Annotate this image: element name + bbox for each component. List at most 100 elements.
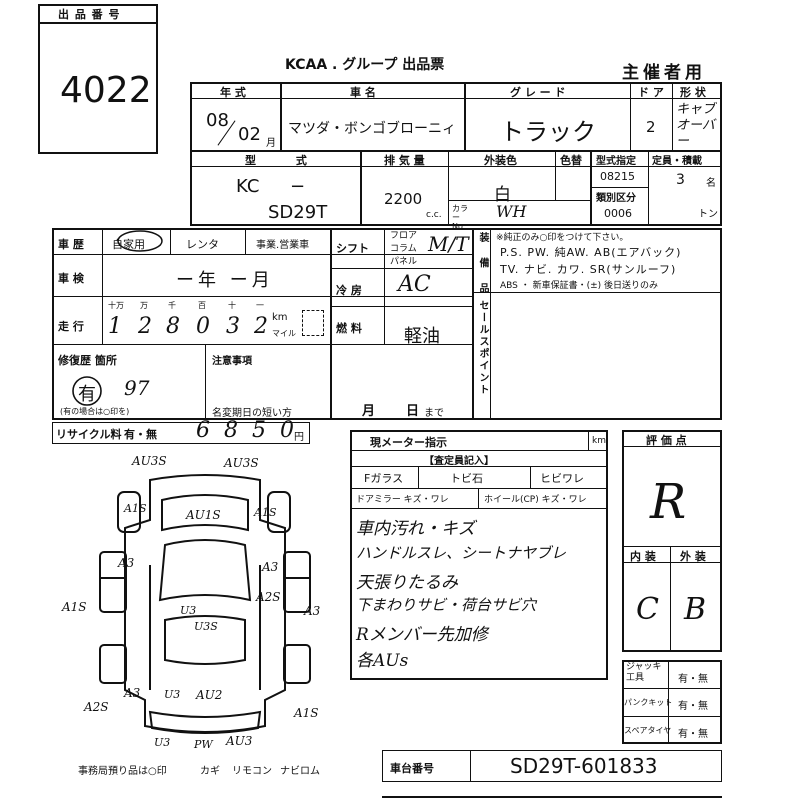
type-spec-label: 型式指定	[596, 156, 636, 167]
repair-label: 修復歴 箇所	[58, 354, 117, 367]
shape-label: 形 状	[680, 86, 706, 99]
type-spec-value: 08215	[600, 170, 635, 183]
puncture-kit-label: パンクキット	[624, 698, 673, 707]
name-change-month: 月	[362, 404, 376, 419]
equipment-label: 装 備 品	[477, 232, 488, 299]
meter-label: 現メーター指示	[370, 436, 447, 449]
color-no-label: カラー No.	[452, 204, 468, 231]
mileage-unit-100: 百	[198, 301, 206, 310]
mark-center-2: U3S	[194, 620, 218, 633]
mark-rear-1: A3	[124, 686, 141, 700]
meter-unit: km	[592, 436, 606, 446]
class-value: 0006	[604, 207, 632, 220]
load-unit: トン	[698, 209, 718, 220]
class-label: 類別区分	[596, 193, 636, 204]
interior-label: 内 装	[630, 550, 656, 563]
recycle-option[interactable]: 有・無	[124, 428, 157, 441]
mileage-unit-100k: 十万	[108, 301, 124, 310]
puncture-kit-value[interactable]: 有・無	[678, 701, 708, 712]
inspection-note-3: 下まわりサビ・荷台サビ穴	[356, 596, 537, 614]
engine-value: 2200	[384, 190, 423, 208]
mileage-digit-2: 8	[166, 314, 180, 339]
capacity-value: 3	[676, 172, 685, 188]
selling-point-label: セールスポイント	[477, 300, 488, 396]
color-value: 白	[494, 185, 511, 205]
mileage-mile-checkbox[interactable]	[302, 310, 324, 336]
lot-label: 出 品 番 号	[58, 8, 121, 21]
spare-tire-label: スペアタイヤ	[624, 726, 672, 735]
type-value: SD29T	[268, 202, 328, 223]
header-title: KCAA . グループ 出品票	[285, 57, 445, 73]
tools-box	[622, 660, 722, 744]
month-unit: 月	[266, 138, 276, 149]
history-grid	[52, 228, 722, 420]
shift-option-panel[interactable]: パネル	[390, 257, 418, 267]
name-change-day: 日	[406, 404, 420, 419]
keys-label: カギ	[200, 766, 220, 777]
lot-box	[38, 4, 158, 154]
crack-label: ヒビワレ	[540, 472, 584, 485]
ac-label: 冷 房	[336, 284, 362, 297]
jack-value[interactable]: 有・無	[678, 674, 708, 685]
mileage-unit-km: km	[272, 312, 288, 323]
spare-tire-value[interactable]: 有・無	[678, 729, 708, 740]
mark-roof: AU1S	[186, 508, 221, 522]
mark-left-2: A3	[118, 556, 135, 570]
mark-rear-3: AU2	[196, 688, 223, 702]
name-change-until: まで	[424, 408, 444, 419]
history-option-rental[interactable]: レンタ	[186, 238, 219, 251]
mark-right-2: A3	[262, 560, 279, 574]
grade-value: トラック	[500, 118, 596, 146]
chassis-value: SD29T-601833	[510, 754, 658, 778]
shape-value: キャブオーバー	[676, 102, 716, 149]
fuel-value: 軽油	[404, 326, 440, 347]
capacity-label: 定員・積載	[652, 156, 702, 167]
year-label: 年 式	[220, 86, 246, 99]
inspection-label: 車 検	[58, 272, 84, 285]
doors-value: 2	[646, 118, 656, 136]
repair-value: 有	[78, 384, 96, 405]
history-option-business[interactable]: 事業.営業車	[256, 240, 310, 251]
organizer-label: 主催者用	[622, 63, 706, 83]
mileage-digit-4: 3	[226, 314, 240, 339]
equipment-line-2: TV. ナビ. カワ. SR(サンルーフ)	[500, 263, 677, 276]
mark-right-1: A1S	[254, 506, 277, 519]
mark-left-1: A1S	[124, 502, 147, 515]
mileage-digit-5: 2	[254, 314, 268, 339]
grade-label: グ レ ー ド	[510, 86, 566, 99]
mark-bottom-3: AU3	[226, 734, 253, 748]
mileage-unit-1k: 千	[168, 301, 176, 310]
mark-front-right: AU3S	[224, 456, 259, 470]
mileage-unit-10k: 万	[140, 301, 148, 310]
overall-grade: R	[650, 474, 687, 530]
mirror-label: ドアミラー キズ・ワレ	[356, 495, 449, 505]
shift-value: M/T	[428, 232, 469, 256]
windshield-label: Fガラス	[364, 472, 404, 485]
type-label: 型 式	[245, 154, 325, 167]
chip-label: トビ石	[450, 472, 483, 485]
mark-right-side: A3	[304, 604, 321, 618]
wheel-label: ホイール(CP) キズ・ワレ	[484, 495, 587, 505]
shift-option-floor[interactable]: フロア	[390, 231, 418, 241]
repair-sub: (有の場合は○印を)	[60, 407, 130, 416]
engine-unit: c.c.	[426, 210, 442, 220]
name-change-label: 名変期日の短い方	[212, 408, 292, 419]
ac-value: AC	[398, 272, 431, 297]
mark-rear-left: A2S	[84, 700, 109, 714]
mileage-unit-1: 一	[256, 301, 264, 310]
vehicle-grid	[190, 82, 722, 226]
mark-front-left: AU3S	[132, 454, 167, 468]
month-value: 02	[238, 124, 261, 145]
mark-rear-2: U3	[164, 688, 181, 701]
mileage-label: 走 行	[58, 320, 84, 333]
remote-label: リモコン	[232, 766, 272, 777]
equipment-line-1: P.S. PW. 純AW. AB(エアバック)	[500, 246, 682, 259]
mark-center-1: U3	[180, 604, 197, 617]
history-option-private[interactable]: 自家用	[112, 238, 145, 251]
shift-option-column[interactable]: コラム	[390, 244, 417, 254]
interior-grade: C	[636, 592, 659, 627]
mark-bottom-2: PW	[194, 738, 213, 751]
mileage-unit-mile: マイル	[272, 329, 296, 338]
